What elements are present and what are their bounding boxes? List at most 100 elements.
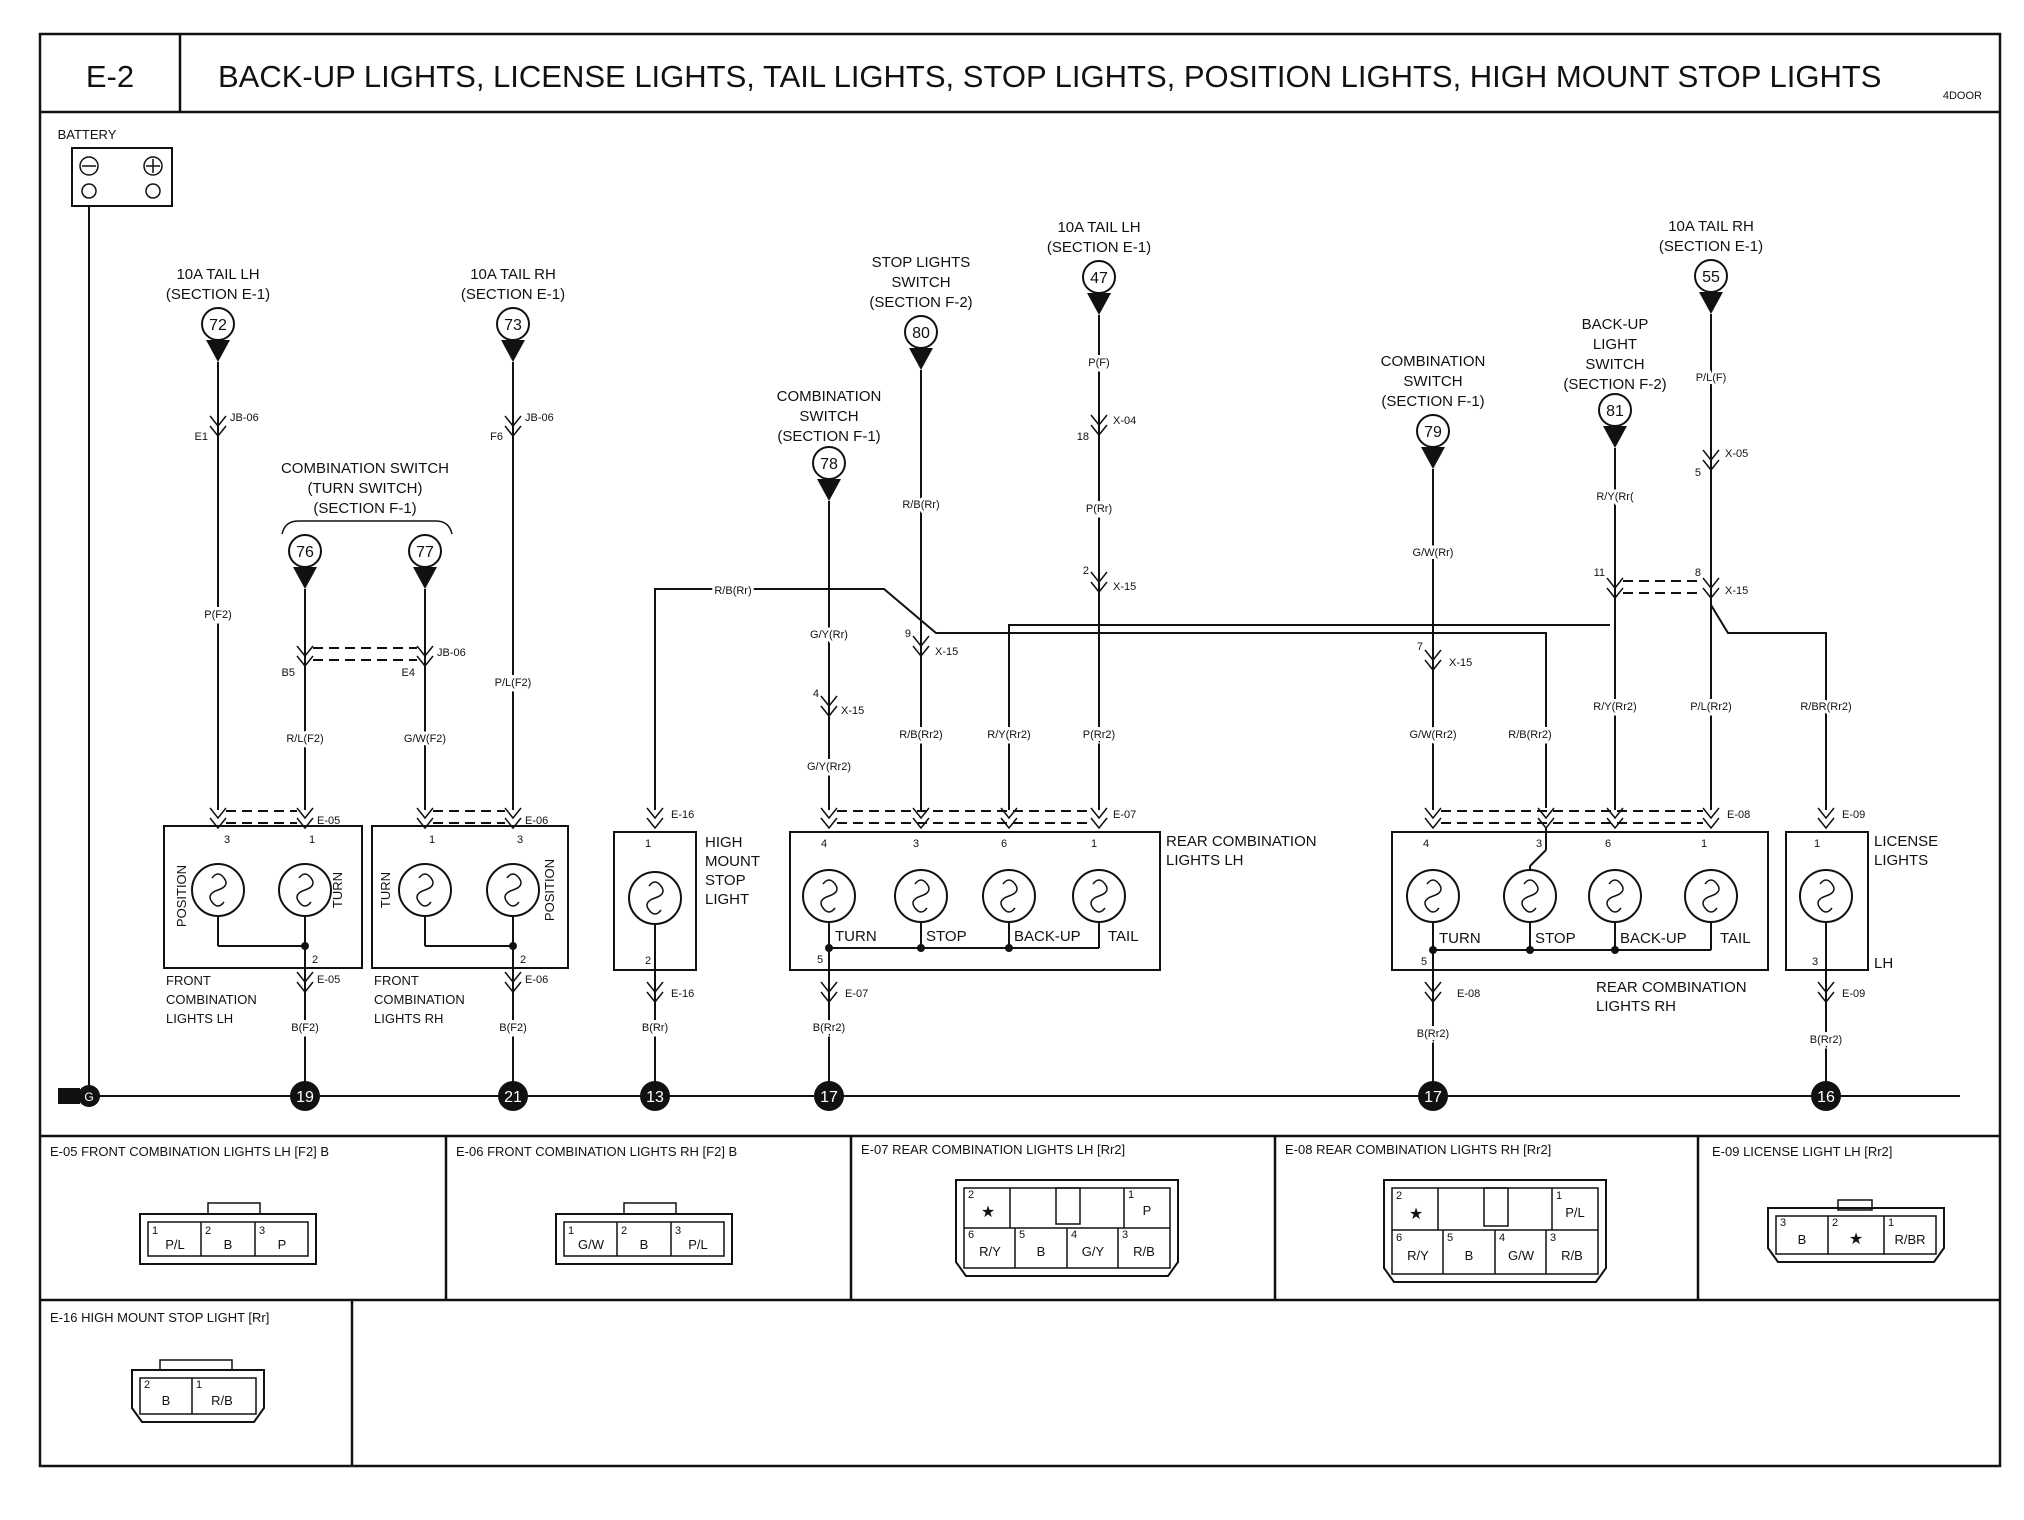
svg-text:1: 1 (152, 1225, 158, 1237)
svg-text:P: P (278, 1237, 287, 1252)
svg-text:P/L(Rr2): P/L(Rr2) (1690, 701, 1732, 713)
svg-text:(SECTION F-1): (SECTION F-1) (313, 500, 416, 517)
svg-text:R/B(Rr): R/B(Rr) (902, 499, 939, 511)
svg-text:2: 2 (968, 1189, 974, 1201)
svg-text:R/BR: R/BR (1894, 1232, 1925, 1247)
connector-e05: E-05 FRONT COMBINATION LIGHTS LH [F2] B … (50, 1144, 329, 1265)
svg-text:G/W(F2): G/W(F2) (404, 733, 446, 745)
svg-text:X-15: X-15 (935, 646, 958, 658)
svg-text:STOP: STOP (705, 872, 746, 889)
svg-text:LIGHTS: LIGHTS (1874, 852, 1928, 869)
svg-text:11: 11 (1594, 567, 1605, 579)
svg-text:1: 1 (309, 834, 315, 846)
svg-text:REAR COMBINATION: REAR COMBINATION (1166, 833, 1317, 850)
svg-text:1: 1 (196, 1379, 202, 1391)
svg-text:TURN: TURN (330, 872, 345, 908)
svg-text:55: 55 (1702, 269, 1720, 286)
svg-text:G/Y(Rr2): G/Y(Rr2) (807, 761, 851, 773)
svg-text:4: 4 (813, 688, 819, 700)
svg-text:SWITCH: SWITCH (891, 274, 950, 291)
connector-e09: E-09 LICENSE LIGHT LH [Rr2] 3 B 2 ★ 1 R/… (1712, 1144, 1945, 1263)
svg-text:6: 6 (968, 1229, 974, 1241)
svg-text:7: 7 (1417, 641, 1423, 653)
svg-text:R/B(Rr2): R/B(Rr2) (899, 729, 942, 741)
svg-text:POSITION: POSITION (174, 865, 189, 927)
svg-text:2: 2 (621, 1225, 627, 1237)
svg-text:COMBINATION: COMBINATION (1381, 353, 1486, 370)
svg-text:X-05: X-05 (1725, 448, 1748, 460)
ry-rr2-label: R/Y(Rr2) (987, 729, 1030, 741)
svg-text:(SECTION F-2): (SECTION F-2) (1563, 376, 1666, 393)
svg-text:3: 3 (1122, 1229, 1128, 1241)
svg-text:B(F2): B(F2) (499, 1022, 527, 1034)
svg-text:P: P (1143, 1203, 1152, 1218)
rbr-rr2-label: R/BR(Rr2) (1800, 701, 1851, 713)
jb06-connector-a: JB-06 E1 P(F2) (195, 412, 259, 624)
svg-text:2: 2 (1083, 565, 1089, 577)
svg-text:2: 2 (144, 1379, 150, 1391)
svg-text:77: 77 (416, 544, 434, 561)
outer-frame (38, 32, 2002, 1468)
svg-text:B(Rr2): B(Rr2) (1417, 1028, 1449, 1040)
svg-text:B(Rr2): B(Rr2) (1810, 1034, 1842, 1046)
svg-text:P/L: P/L (165, 1237, 185, 1252)
source-80: STOP LIGHTS SWITCH (SECTION F-2) 80 R/B(… (869, 254, 973, 810)
source-79: COMBINATION SWITCH (SECTION F-1) 79 G/W(… (1381, 353, 1486, 810)
svg-text:E-09 LICENSE LIGHT LH [Rr2]: E-09 LICENSE LIGHT LH [Rr2] (1712, 1144, 1892, 1159)
svg-text:4: 4 (1499, 1232, 1505, 1244)
svg-text:76: 76 (296, 544, 314, 561)
svg-text:10A TAIL LH: 10A TAIL LH (1057, 219, 1140, 236)
svg-text:1: 1 (1091, 838, 1097, 850)
svg-text:9: 9 (905, 628, 911, 640)
svg-text:6: 6 (1605, 838, 1611, 850)
svg-text:X-15: X-15 (1449, 657, 1472, 669)
svg-text:P/L: P/L (688, 1237, 708, 1252)
svg-text:E-08 REAR COMBINATION LIGHTS R: E-08 REAR COMBINATION LIGHTS RH [Rr2] (1285, 1142, 1551, 1157)
svg-text:LIGHTS LH: LIGHTS LH (1166, 852, 1244, 869)
svg-text:81: 81 (1606, 403, 1624, 420)
svg-text:STOP: STOP (1535, 930, 1576, 947)
source-73: 10A TAIL RH (SECTION E-1) 73 (461, 266, 565, 810)
ground-points: 19 21 13 17 17 16 (290, 1081, 1841, 1111)
svg-text:6: 6 (1001, 838, 1007, 850)
svg-text:COMBINATION SWITCH: COMBINATION SWITCH (281, 460, 449, 477)
svg-text:X-04: X-04 (1113, 415, 1136, 427)
svg-text:5: 5 (1421, 956, 1427, 968)
svg-text:G/W(Rr): G/W(Rr) (1413, 547, 1454, 559)
svg-text:E-07: E-07 (845, 988, 868, 1000)
svg-text:BACK-UP: BACK-UP (1014, 928, 1081, 945)
battery: BATTERY (58, 127, 173, 1088)
ground-17a: 17 (820, 1089, 838, 1106)
backup-wire-lh (1008, 624, 1610, 810)
svg-text:1: 1 (1128, 1189, 1134, 1201)
svg-text:3: 3 (913, 838, 919, 850)
svg-text:73: 73 (504, 317, 522, 334)
svg-text:1: 1 (429, 834, 435, 846)
svg-text:2: 2 (1832, 1217, 1838, 1229)
svg-text:(SECTION E-1): (SECTION E-1) (461, 286, 565, 303)
svg-text:B5: B5 (282, 667, 295, 679)
source-72: 10A TAIL LH (SECTION E-1) 72 (166, 266, 270, 810)
svg-text:2: 2 (1396, 1190, 1402, 1202)
svg-text:1: 1 (568, 1225, 574, 1237)
svg-text:2: 2 (205, 1225, 211, 1237)
svg-text:G/W: G/W (1508, 1248, 1535, 1263)
svg-text:5: 5 (1447, 1232, 1453, 1244)
svg-text:R/B(Rr): R/B(Rr) (714, 585, 751, 597)
svg-text:3: 3 (1812, 956, 1818, 968)
svg-text:G: G (84, 1090, 93, 1104)
svg-text:80: 80 (912, 325, 930, 342)
svg-text:78: 78 (820, 456, 838, 473)
svg-text:LIGHTS RH: LIGHTS RH (374, 1011, 443, 1026)
svg-text:REAR COMBINATION: REAR COMBINATION (1596, 979, 1747, 996)
source-76-77: COMBINATION SWITCH (TURN SWITCH) (SECTIO… (281, 460, 466, 810)
svg-text:(SECTION E-1): (SECTION E-1) (1659, 238, 1763, 255)
svg-text:COMBINATION: COMBINATION (777, 388, 882, 405)
svg-text:3: 3 (224, 834, 230, 846)
svg-text:6: 6 (1396, 1232, 1402, 1244)
connector-e06: E-06 FRONT COMBINATION LIGHTS RH [F2] B … (456, 1144, 737, 1265)
svg-text:72: 72 (209, 317, 227, 334)
svg-text:POSITION: POSITION (542, 859, 557, 921)
svg-text:B: B (1465, 1248, 1474, 1263)
